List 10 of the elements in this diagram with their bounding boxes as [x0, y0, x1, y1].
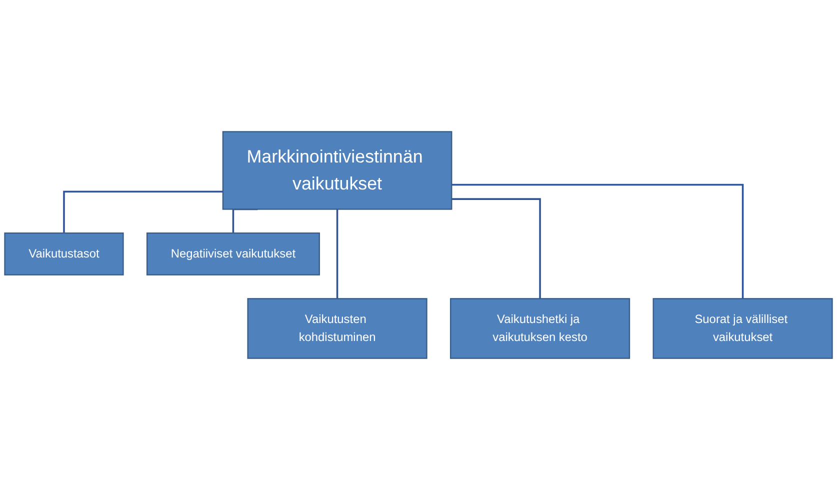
node-box: Markkinointiviestinnän vaikutukset — [222, 131, 452, 210]
node-box: Vaikutushetki ja vaikutuksen kesto — [450, 298, 630, 359]
node-box: Negatiiviset vaikutukset — [146, 232, 320, 276]
node-box: Suorat ja välilliset vaikutukset — [652, 298, 833, 359]
connector — [336, 208, 338, 299]
connector — [452, 184, 744, 299]
connector — [63, 190, 223, 234]
node-box: Vaikutustasot — [4, 232, 124, 276]
connector — [452, 198, 541, 299]
node-box: Vaikutusten kohdistuminen — [247, 298, 428, 359]
